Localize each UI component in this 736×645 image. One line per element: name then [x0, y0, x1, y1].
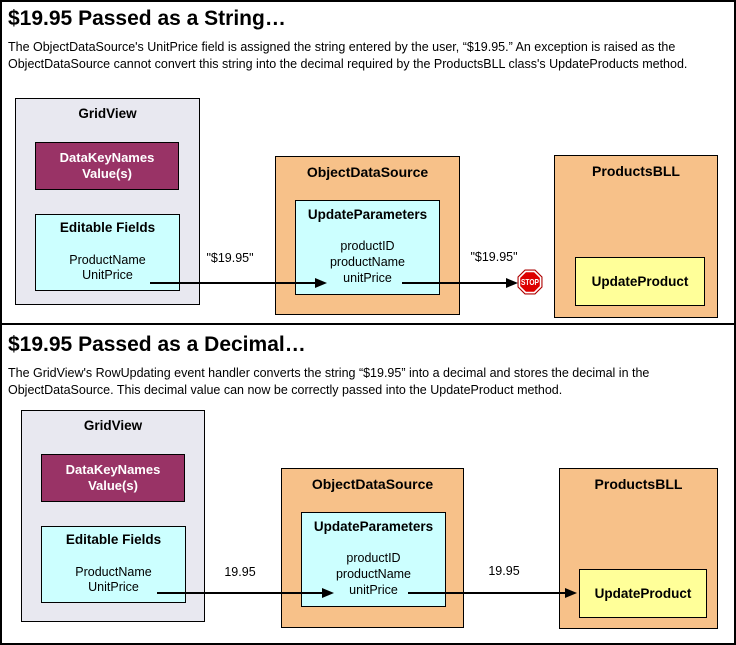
arrow-head-icon — [322, 588, 334, 598]
arrow-label: "$19.95" — [206, 251, 254, 265]
param-productid: productID — [340, 239, 395, 253]
arrow-line — [408, 592, 566, 594]
arrow-head-icon — [506, 278, 518, 288]
arrow-label: "$19.95" — [470, 250, 518, 264]
field-unitprice: UnitPrice — [88, 580, 139, 594]
editable-fields-box: Editable Fields ProductName UnitPrice — [41, 526, 186, 603]
editable-fields-box: Editable Fields ProductName UnitPrice — [35, 214, 180, 291]
editable-fields-list: ProductName UnitPrice — [36, 253, 179, 283]
stop-icon-label: STOP — [521, 277, 539, 287]
updateproduct-box: UpdateProduct — [575, 257, 705, 306]
field-unitprice: UnitPrice — [82, 268, 133, 282]
gridview-box: GridView DataKeyNames Value(s) Editable … — [15, 98, 200, 305]
gridview-title: GridView — [78, 106, 137, 121]
param-productname: productName — [335, 567, 412, 581]
arrow-head-icon — [315, 278, 327, 288]
field-productname: ProductName — [69, 253, 146, 267]
gridview-box: GridView DataKeyNames Value(s) Editable … — [21, 410, 205, 622]
productsbll-title: ProductsBLL — [594, 476, 683, 492]
param-productid: productID — [346, 551, 401, 565]
arrow-label: 19.95 — [488, 564, 520, 578]
updateproduct-box: UpdateProduct — [579, 569, 707, 618]
param-unitprice: unitPrice — [343, 271, 392, 285]
arrow-line — [150, 282, 317, 284]
updateparameters-title: UpdateParameters — [307, 207, 428, 222]
bottom-panel-description: The GridView's RowUpdating event handler… — [8, 366, 650, 397]
stop-icon: STOP — [517, 269, 543, 295]
updateparameters-list: productID productName unitPrice — [302, 550, 445, 598]
objectdatasource-title: ObjectDataSource — [306, 164, 429, 180]
datakeynames-line2: Value(s) — [82, 166, 132, 181]
datakeynames-line1: DataKeyNames — [65, 462, 161, 477]
bottom-panel-title: $19.95 Passed as a Decimal… — [8, 333, 306, 356]
objectdatasource-box: ObjectDataSource UpdateParameters produc… — [275, 156, 460, 315]
datakeynames-box: DataKeyNames Value(s) — [35, 142, 179, 190]
updateparameters-list: productID productName unitPrice — [296, 238, 439, 286]
datakeynames-line2: Value(s) — [88, 478, 138, 493]
arrow-head-icon — [565, 588, 577, 598]
arrow-line — [402, 282, 508, 284]
field-productname: ProductName — [75, 565, 152, 579]
updateproduct-label: UpdateProduct — [591, 274, 689, 289]
objectdatasource-title: ObjectDataSource — [311, 476, 434, 492]
arrow-line — [157, 592, 324, 594]
top-panel-title: $19.95 Passed as a String… — [8, 7, 286, 30]
updateproduct-label: UpdateProduct — [594, 586, 692, 601]
productsbll-title: ProductsBLL — [592, 163, 680, 179]
updateparameters-title: UpdateParameters — [313, 519, 434, 534]
top-panel-description: The ObjectDataSource's UnitPrice field i… — [8, 40, 688, 71]
editable-fields-title: Editable Fields — [59, 220, 156, 235]
objectdatasource-box: ObjectDataSource UpdateParameters produc… — [281, 468, 464, 628]
param-unitprice: unitPrice — [349, 583, 398, 597]
gridview-title: GridView — [83, 418, 143, 433]
datakeynames-box: DataKeyNames Value(s) — [41, 454, 185, 502]
datakeynames-line1: DataKeyNames — [59, 150, 155, 165]
section-divider — [2, 323, 734, 325]
param-productname: productName — [329, 255, 406, 269]
editable-fields-title: Editable Fields — [65, 532, 162, 547]
productsbll-box: ProductsBLL UpdateProduct — [559, 468, 718, 629]
editable-fields-list: ProductName UnitPrice — [42, 565, 185, 595]
productsbll-box: ProductsBLL UpdateProduct — [554, 155, 718, 318]
arrow-label: 19.95 — [224, 565, 256, 579]
